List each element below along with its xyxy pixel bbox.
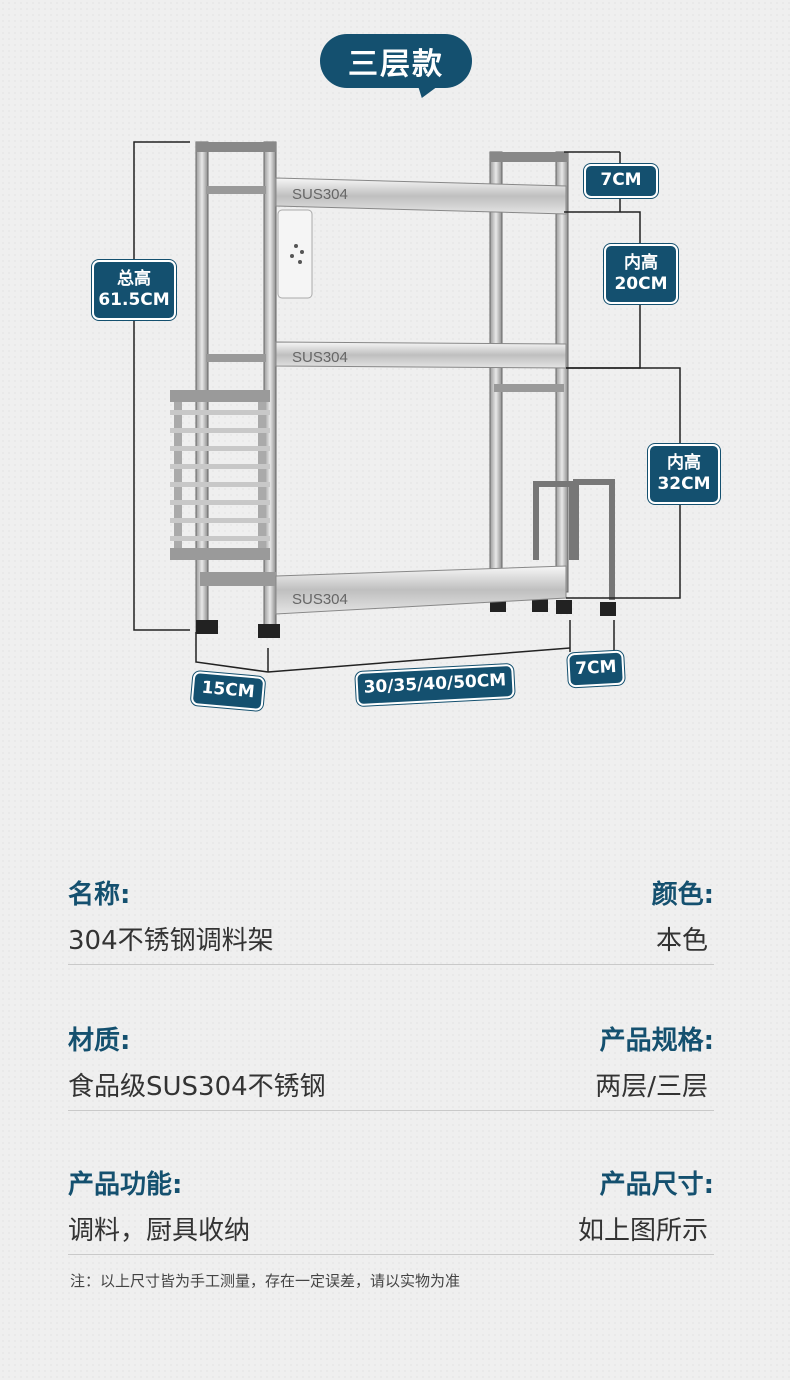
rack-diagram: SUS304 SUS304 SUS304	[133, 141, 681, 673]
spec-row-function-dimension: 产品功能: 产品尺寸: 调料，厨具收纳 如上图所示	[68, 1164, 714, 1255]
dim-width: 30/35/40/50CM	[363, 670, 507, 699]
spec-label-function: 产品功能:	[68, 1170, 183, 1200]
knife-holder	[170, 390, 270, 560]
dim-inner-height-upper-label: 内高	[624, 252, 658, 273]
right-side-frame	[489, 151, 616, 616]
spice-shaker	[277, 209, 313, 299]
spec-row-material-size: 材质: 产品规格: 食品级SUS304不锈钢 两层/三层	[68, 1020, 714, 1111]
left-side-frame	[195, 141, 280, 638]
dim-side-depth: 15CM	[200, 678, 256, 703]
spec-value-spec: 两层/三层	[595, 1072, 708, 1102]
dim-side-depth-tag: 15CM	[190, 670, 266, 712]
spec-row-name-color: 名称: 颜色: 304不锈钢调料架 本色	[68, 874, 714, 965]
dim-total-height-tag: 总高 61.5CM	[92, 260, 176, 320]
cutting-board-holder	[533, 479, 615, 600]
shelf-engraving-top: SUS304	[292, 186, 348, 203]
spec-value-color: 本色	[655, 926, 708, 956]
dim-inner-height-lower-value: 32CM	[657, 474, 711, 494]
shelf-top	[275, 177, 567, 215]
dim-inner-height-upper-value: 20CM	[614, 274, 668, 294]
dim-top-depth: 7CM	[600, 170, 642, 191]
dim-top-depth-tag: 7CM	[584, 164, 658, 198]
dim-inner-height-upper-tag: 内高 20CM	[604, 244, 678, 304]
shelf-engraving-bottom: SUS304	[292, 591, 348, 608]
dim-total-height-value: 61.5CM	[98, 290, 170, 310]
spec-label-material: 材质:	[68, 1026, 131, 1056]
dim-bottom-depth: 7CM	[574, 657, 618, 680]
dim-total-height-label: 总高	[117, 268, 151, 289]
model-title-badge: 三层款	[320, 34, 472, 88]
spec-label-name: 名称:	[68, 880, 131, 910]
dim-inner-height-lower-label: 内高	[667, 452, 701, 473]
spec-label-spec: 产品规格:	[599, 1026, 714, 1056]
shelf-engraving-middle: SUS304	[292, 349, 348, 366]
dim-inner-height-lower-tag: 内高 32CM	[648, 444, 720, 504]
model-title: 三层款	[348, 47, 444, 82]
spec-label-color: 颜色:	[651, 880, 714, 910]
dim-bottom-depth-tag: 7CM	[567, 650, 625, 688]
spec-value-dimension: 如上图所示	[577, 1216, 708, 1246]
spec-value-name: 304不锈钢调料架	[68, 926, 274, 956]
spec-value-material: 食品级SUS304不锈钢	[68, 1072, 326, 1102]
spec-value-function: 调料，厨具收纳	[68, 1216, 251, 1246]
spec-label-dimension: 产品尺寸:	[599, 1170, 714, 1200]
measurement-note: 注：以上尺寸皆为手工测量，存在一定误差，请以实物为准	[70, 1272, 461, 1290]
